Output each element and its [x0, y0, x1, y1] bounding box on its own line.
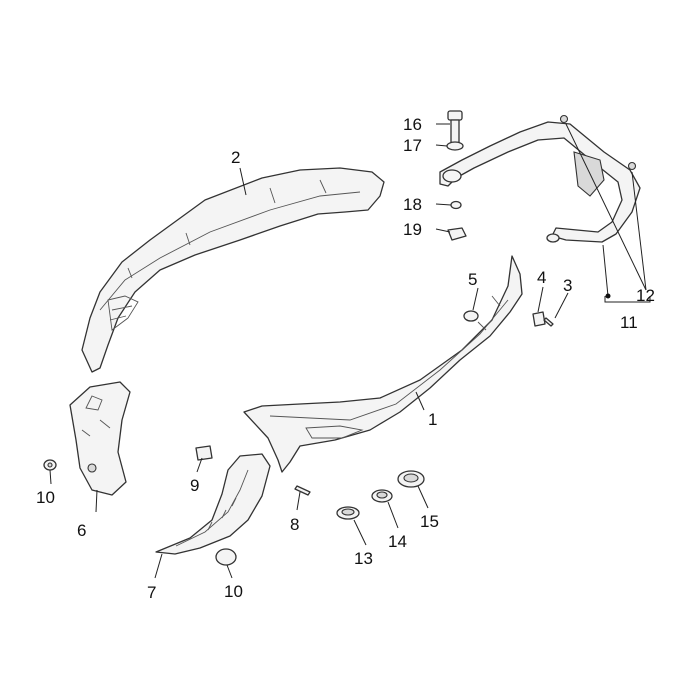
part-5-grommet: [463, 310, 479, 322]
part-15-grommet: [397, 470, 425, 488]
callout-14: 14: [388, 532, 407, 551]
callout-8: 8: [290, 515, 299, 534]
part-10-nut-left: [43, 459, 57, 471]
callout-7: 7: [147, 583, 156, 602]
callout-15: 15: [420, 512, 439, 531]
part-10-cap-bottom: [215, 548, 237, 566]
callout-13: 13: [354, 549, 373, 568]
part-3-screw: [543, 317, 554, 327]
part-14-grommet: [371, 489, 393, 503]
callout-11: 11: [620, 313, 638, 332]
callout-6: 6: [77, 521, 86, 540]
part-16-bolt: [447, 110, 463, 145]
callout-5: 5: [468, 270, 477, 289]
part-4-clip: [532, 311, 546, 327]
part-19-clip-nut: [447, 227, 467, 241]
part-8-screw: [294, 485, 311, 496]
part-2-upper-side-panel: [81, 167, 385, 373]
callout-10-bottom: 10: [224, 582, 243, 601]
part-1-lower-side-panel: [243, 255, 523, 473]
part-7-footboard-trim: [155, 453, 271, 555]
callout-labels: 2 1 3 4 5 6 7 8 9 10 10 11 12 13 14 15 1…: [36, 115, 655, 602]
callout-10-left: 10: [36, 488, 55, 507]
callout-16: 16: [403, 115, 422, 134]
callout-9: 9: [190, 476, 199, 495]
callout-4: 4: [537, 268, 546, 287]
part-13-grommet: [336, 506, 360, 520]
part-12-grab-rail: [439, 114, 641, 243]
part-6-left-lower-trim: [69, 381, 131, 496]
callout-2: 2: [231, 148, 240, 167]
part-17-washer: [446, 141, 464, 151]
callout-3: 3: [563, 276, 572, 295]
part-18-washer: [450, 200, 462, 210]
callout-18: 18: [403, 195, 422, 214]
part-9-clip-nut: [195, 445, 213, 461]
callout-1: 1: [428, 410, 437, 429]
callout-12: 12: [636, 286, 655, 305]
leader-lines: [49, 123, 651, 579]
callout-17: 17: [403, 136, 422, 155]
callout-19: 19: [403, 220, 422, 239]
